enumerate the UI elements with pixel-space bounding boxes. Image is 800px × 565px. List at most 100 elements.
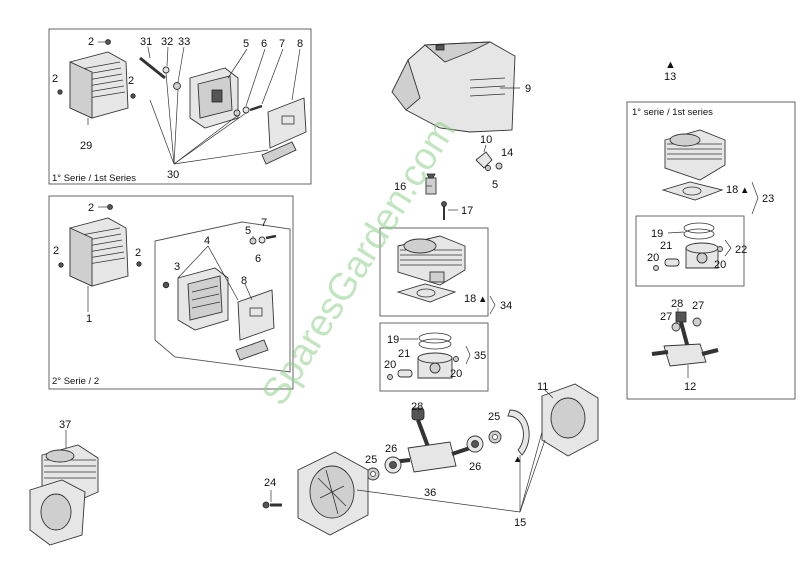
label-18: 18 [726, 184, 738, 196]
label-30: 30 [167, 169, 179, 181]
label-34: 34 [500, 300, 512, 312]
screw-2-s2-top [107, 204, 113, 210]
label-20: 20 [384, 359, 396, 371]
seal-25-left [366, 467, 380, 481]
label-17: 17 [461, 205, 473, 217]
label-3: 3 [174, 261, 180, 273]
screw-2-left [57, 89, 63, 95]
label-2: 2 [52, 73, 58, 85]
label-33: 33 [178, 36, 190, 48]
label-32: 32 [161, 36, 173, 48]
heat-shield-8-s2 [235, 289, 275, 361]
label-24: 24 [264, 477, 276, 489]
label-12: 12 [684, 381, 696, 393]
label-9: 9 [525, 83, 531, 95]
series1-cylinder-caption: 1° serie / 1st series [632, 107, 713, 118]
label-31: 31 [140, 36, 152, 48]
series1-muffler-caption: 1° Serie / 1st Series [52, 173, 136, 184]
screw-2-right [130, 93, 136, 99]
muffler-guard-1 [69, 217, 129, 287]
label-8: 8 [297, 38, 303, 50]
washer-32 [162, 66, 170, 74]
label-2: 2 [88, 202, 94, 214]
cylinder-34 [397, 235, 466, 286]
label-2: 2 [135, 247, 141, 259]
crankcase-half-right-11 [541, 383, 599, 457]
marker-13: ▲ [665, 59, 676, 71]
label-1: 1 [86, 313, 92, 325]
label-27: 27 [660, 311, 672, 323]
label-7: 7 [279, 38, 285, 50]
leader-lines [65, 41, 759, 513]
label-35: 35 [474, 350, 486, 362]
screw-6-s2 [258, 236, 266, 244]
gasket-5-s1 [233, 109, 241, 117]
label-36: 36 [424, 487, 436, 499]
label-2: 2 [53, 245, 59, 257]
group-box-series1-cylinder [626, 101, 796, 400]
marker-18: ▲ [740, 185, 749, 196]
part-number-labels: 2 2 2 29 31 32 33 5 6 7 8 30 2 2 2 1 3 4… [52, 36, 774, 529]
label-27: 27 [692, 300, 704, 312]
bolt-7-s1 [249, 104, 263, 112]
label-7: 7 [261, 217, 267, 229]
crankshaft-36 [391, 407, 471, 473]
bolt-7-s2 [265, 234, 277, 240]
label-29: 29 [80, 140, 92, 152]
clip-20-center-a [387, 374, 393, 380]
label-5: 5 [492, 179, 498, 191]
label-28: 28 [671, 298, 683, 310]
label-15: 15 [514, 517, 526, 529]
label-28: 28 [411, 401, 423, 413]
clip-20-center-b [453, 356, 459, 362]
label-5: 5 [243, 38, 249, 50]
nut-33 [173, 82, 181, 90]
bearing-26-left [384, 456, 402, 474]
screw-17 [441, 201, 447, 220]
label-10: 10 [480, 134, 492, 146]
label-21: 21 [660, 240, 672, 252]
screw-6-s1 [242, 106, 250, 114]
label-26: 26 [385, 443, 397, 455]
nut-14 [495, 162, 503, 170]
piston-pin-21-right [664, 258, 680, 267]
label-4: 4 [204, 235, 210, 247]
label-16: 16 [394, 181, 406, 193]
piston-rings-19-right [683, 222, 715, 240]
label-2: 2 [128, 75, 134, 87]
label-21: 21 [398, 348, 410, 360]
group-box-series2-muffler [48, 195, 294, 390]
muffler-series2 [177, 267, 229, 331]
piston-kit-box-35 [379, 322, 489, 392]
bearing-27-right-b [692, 317, 702, 327]
gasket-18-center [396, 283, 457, 303]
label-8: 8 [241, 275, 247, 287]
crankcase-gasket [507, 409, 530, 456]
marker-gasket: ▲ [513, 454, 522, 465]
label-20: 20 [714, 259, 726, 271]
label-23: 23 [762, 193, 774, 205]
group-box-series1-muffler [48, 28, 312, 185]
muffler-guard-29 [69, 51, 129, 119]
bolt-24 [262, 501, 282, 509]
bolt-31 [139, 56, 166, 80]
crankshaft-12 [651, 311, 719, 367]
piston-center [417, 352, 453, 379]
piston-kit-box-22 [635, 215, 745, 287]
gasket-5-s2 [249, 237, 257, 245]
engine-assembly-37 [29, 444, 99, 546]
label-14: 14 [501, 147, 513, 159]
muffler-kit-box-4 [154, 221, 291, 373]
label-20: 20 [647, 252, 659, 264]
screw-2-s2-right [136, 261, 142, 267]
clip-20-right-b [717, 246, 723, 252]
fan-housing-9 [391, 41, 516, 133]
bearing-26-right [466, 435, 484, 453]
muffler-series1 [189, 67, 239, 129]
heat-shield-8-s1 [261, 97, 307, 165]
label-11: 11 [537, 381, 548, 393]
piston-right [685, 242, 719, 269]
label-19: 19 [387, 334, 399, 346]
label-13: 13 [664, 71, 676, 83]
washer-5-center [485, 165, 491, 171]
